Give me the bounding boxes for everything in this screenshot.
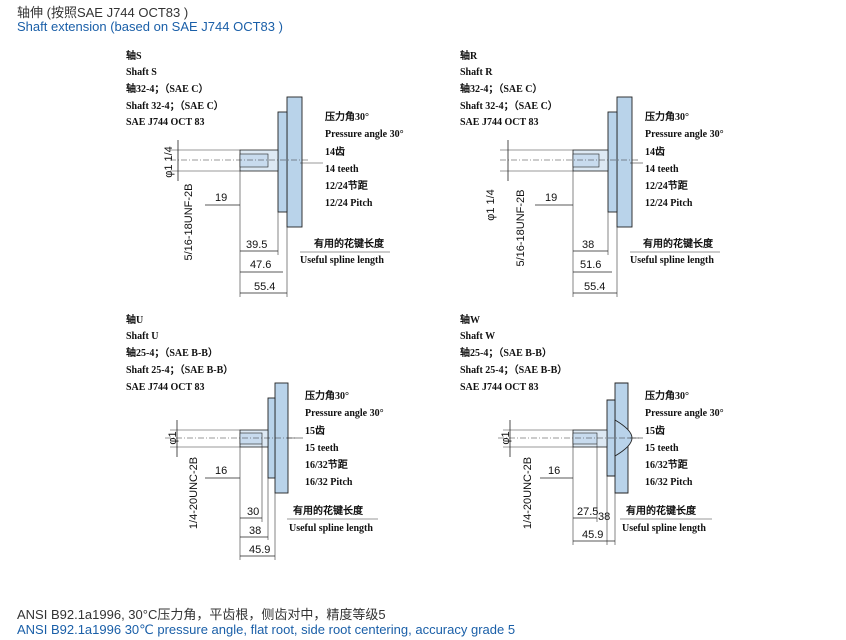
shaft-u-pressure-en: Pressure angle 30°	[305, 408, 384, 419]
shaft-s-flange	[286, 96, 303, 228]
shaft-s-useful-cn: 有用的花键长度	[314, 237, 385, 250]
shaft-s-std-cn: 轴32-4；（SAE C）	[126, 82, 209, 95]
shaft-w-useful-cn: 有用的花键长度	[626, 504, 697, 517]
footer-spec-en: ANSI B92.1a1996 30℃ pressure angle, flat…	[17, 622, 516, 637]
shaft-u-dim-1: 16	[215, 465, 227, 477]
shaft-w-teeth-cn: 15齿	[645, 424, 665, 437]
shaft-r-diameter: φ1 1/4	[485, 189, 497, 221]
shaft-r-pitch-cn: 12/24节距	[645, 179, 688, 192]
shaft-w-std-en: Shaft 25-4；（SAE B-B）	[460, 363, 567, 376]
shaft-w-dim-4: 45.9	[582, 529, 603, 541]
shaft-r-title-cn: 轴R	[460, 49, 478, 62]
shaft-r-dim-2: 38	[582, 239, 594, 251]
shaft-r-pilot	[607, 111, 618, 213]
shaft-u-pitch-en: 16/32 Pitch	[305, 477, 353, 488]
shaft-u-std-en: Shaft 25-4；（SAE B-B）	[126, 363, 233, 376]
shaft-r-flange	[616, 96, 633, 228]
shaft-s-title-cn: 轴S	[126, 49, 142, 62]
shaft-w-dim-3: 38	[598, 511, 610, 523]
shaft-w-dim-1: 16	[548, 465, 560, 477]
shaft-r-std-cn: 轴32-4；（SAE C）	[460, 82, 543, 95]
shaft-u-title-en: Shaft U	[126, 331, 159, 342]
shaft-r-teeth-en: 14 teeth	[645, 164, 679, 175]
shaft-s-pitch-en: 12/24 Pitch	[325, 198, 373, 209]
shaft-r-std-sae: SAE J744 OCT 83	[460, 117, 538, 128]
shaft-s-dim-2: 39.5	[246, 239, 267, 251]
shaft-w-diameter: φ1	[500, 431, 512, 444]
shaft-u-pressure-cn: 压力角30°	[305, 389, 349, 402]
shaft-r-useful-cn: 有用的花键长度	[643, 237, 714, 250]
shaft-u-std-cn: 轴25-4；（SAE B-B）	[126, 346, 218, 359]
shaft-s-title-en: Shaft S	[126, 67, 157, 78]
shaft-w-thread: 1/4-20UNC-2B	[522, 457, 534, 529]
header-title-en: Shaft extension (based on SAE J744 OCT83…	[17, 19, 283, 34]
shaft-u-useful-en: Useful spline length	[289, 523, 373, 534]
shaft-w-title-en: Shaft W	[460, 331, 495, 342]
shaft-r-pressure-cn: 压力角30°	[645, 110, 689, 123]
shaft-r-spline	[572, 153, 600, 168]
shaft-drawings: 轴S Shaft S 轴32-4；（SAE C） Shaft 32-4；（SAE…	[126, 49, 724, 560]
shaft-s-diameter: φ1 1/4	[163, 146, 175, 178]
shaft-s-pilot	[277, 111, 288, 213]
shaft-s-std-sae: SAE J744 OCT 83	[126, 117, 204, 128]
shaft-u-teeth-cn: 15齿	[305, 424, 325, 437]
shaft-s-teeth-en: 14 teeth	[325, 164, 359, 175]
shaft-s-drawing: 轴S Shaft S 轴32-4；（SAE C） Shaft 32-4；（SAE…	[126, 49, 404, 297]
shaft-s-dim-3: 47.6	[250, 259, 271, 271]
shaft-r-drawing: 轴R Shaft R 轴32-4；（SAE C） Shaft 32-4；（SAE…	[460, 49, 724, 297]
shaft-r-thread: 5/16-18UNF-2B	[515, 189, 527, 266]
shaft-s-teeth-cn: 14齿	[325, 145, 345, 158]
shaft-r-teeth-cn: 14齿	[645, 145, 665, 158]
shaft-r-useful-en: Useful spline length	[630, 255, 714, 266]
shaft-r-dim-3: 51.6	[580, 259, 601, 271]
shaft-u-dim-4: 45.9	[249, 544, 270, 556]
footer-spec-cn: ANSI B92.1a1996, 30°C压力角，平齿根，侧齿对中，精度等级5	[17, 607, 386, 622]
shaft-w-drawing: 轴W Shaft W 轴25-4；（SAE B-B） Shaft 25-4；（S…	[460, 313, 724, 545]
shaft-u-teeth-en: 15 teeth	[305, 443, 339, 454]
shaft-s-pressure-en: Pressure angle 30°	[325, 129, 404, 140]
shaft-w-pressure-cn: 压力角30°	[645, 389, 689, 402]
header-title-cn: 轴伸 (按照SAE J744 OCT83 )	[17, 5, 189, 20]
shaft-u-std-sae: SAE J744 OCT 83	[126, 382, 204, 393]
shaft-u-pitch-cn: 16/32节距	[305, 458, 348, 471]
shaft-s-thread: 5/16-18UNF-2B	[183, 183, 195, 260]
shaft-r-title-en: Shaft R	[460, 67, 493, 78]
shaft-w-pitch-cn: 16/32节距	[645, 458, 688, 471]
shaft-r-dim-1: 19	[545, 192, 557, 204]
shaft-w-useful-en: Useful spline length	[622, 523, 706, 534]
shaft-u-diameter: φ1	[167, 431, 179, 444]
shaft-u-dim-2: 30	[247, 506, 259, 518]
shaft-s-pitch-cn: 12/24节距	[325, 179, 368, 192]
shaft-r-dim-4: 55.4	[584, 281, 605, 293]
shaft-r-pitch-en: 12/24 Pitch	[645, 198, 693, 209]
shaft-s-dim-4: 55.4	[254, 281, 275, 293]
shaft-s-std-en: Shaft 32-4；（SAE C）	[126, 99, 224, 112]
shaft-r-std-en: Shaft 32-4；（SAE C）	[460, 99, 558, 112]
shaft-s-dim-1: 19	[215, 192, 227, 204]
shaft-w-std-sae: SAE J744 OCT 83	[460, 382, 538, 393]
shaft-u-thread: 1/4-20UNC-2B	[188, 457, 200, 529]
shaft-s-useful-en: Useful spline length	[300, 255, 384, 266]
shaft-u-dim-3: 38	[249, 525, 261, 537]
shaft-u-title-cn: 轴U	[126, 313, 143, 326]
shaft-w-teeth-en: 15 teeth	[645, 443, 679, 454]
shaft-w-title-cn: 轴W	[460, 313, 480, 326]
shaft-w-std-cn: 轴25-4；（SAE B-B）	[460, 346, 552, 359]
shaft-w-pressure-en: Pressure angle 30°	[645, 408, 724, 419]
shaft-u-spline	[239, 432, 263, 445]
shaft-s-spline	[239, 153, 269, 168]
shaft-w-pitch-en: 16/32 Pitch	[645, 477, 693, 488]
shaft-r-pressure-en: Pressure angle 30°	[645, 129, 724, 140]
shaft-w-spline	[572, 432, 598, 445]
shaft-s-pressure-cn: 压力角30°	[325, 110, 369, 123]
shaft-u-useful-cn: 有用的花键长度	[293, 504, 364, 517]
shaft-w-dim-2: 27.5	[577, 506, 598, 518]
shaft-u-drawing: 轴U Shaft U 轴25-4；（SAE B-B） Shaft 25-4；（S…	[126, 313, 384, 560]
